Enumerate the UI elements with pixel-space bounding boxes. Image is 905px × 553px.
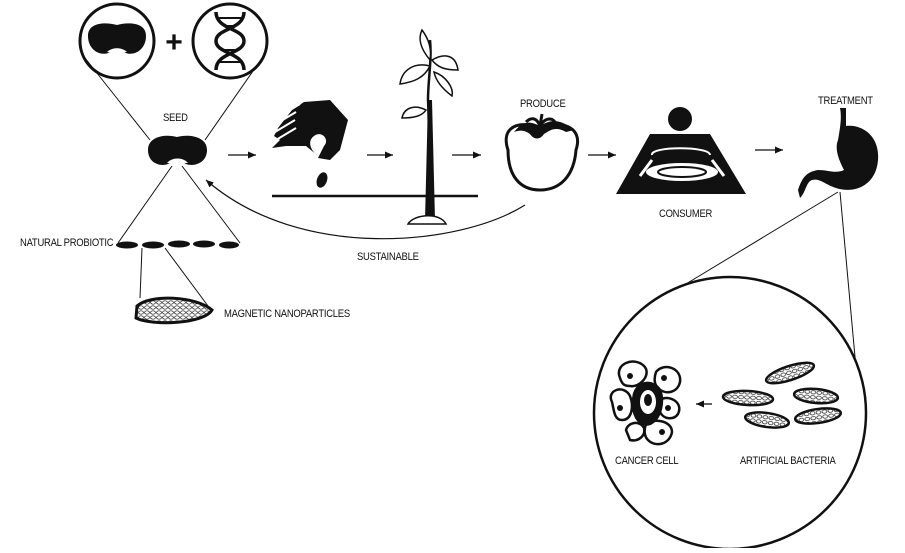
plus-sign: + [165,26,183,59]
magnetic-nanoparticles-label: MAGNETIC NANOPARTICLES [224,308,350,320]
cancer-cell-icon [609,360,682,446]
produce-label: PRODUCE [520,98,566,110]
zoom-lines-treatment [675,191,857,369]
dna-icon [214,11,246,71]
sustainable-label: SUSTAINABLE [357,251,419,263]
zoom-lines-nanoparticle [139,247,209,307]
zoom-lines-top [84,57,263,141]
sustainable-return-arrow [205,179,526,240]
natural-probiotic-chain [116,240,239,249]
seed-main [148,135,207,165]
seed-origin-group: + [78,2,269,80]
bacteria-icon [721,361,843,429]
seed-icon [88,23,146,54]
tomato-icon [504,113,580,192]
treatment-label: TREATMENT [818,95,873,107]
consumer-label: CONSUMER [659,208,713,220]
cancer-cell-label: CANCER CELL [615,455,679,467]
dna-circle [191,2,269,80]
stomach-icon [798,108,879,198]
nanoparticle-icon [134,296,214,325]
flow-arrows [228,146,783,159]
seed-icon [148,135,207,165]
artificial-bacteria-label: ARTIFICIAL BACTERIA [740,455,836,467]
consumer-eating-icon [616,107,746,194]
planting-hand-icon [272,100,478,198]
zoom-lines-probiotic [117,165,241,244]
sprout-icon [399,28,459,225]
natural-probiotic-label: NATURAL PROBIOTIC [20,237,114,249]
seed-label: SEED [163,112,188,124]
